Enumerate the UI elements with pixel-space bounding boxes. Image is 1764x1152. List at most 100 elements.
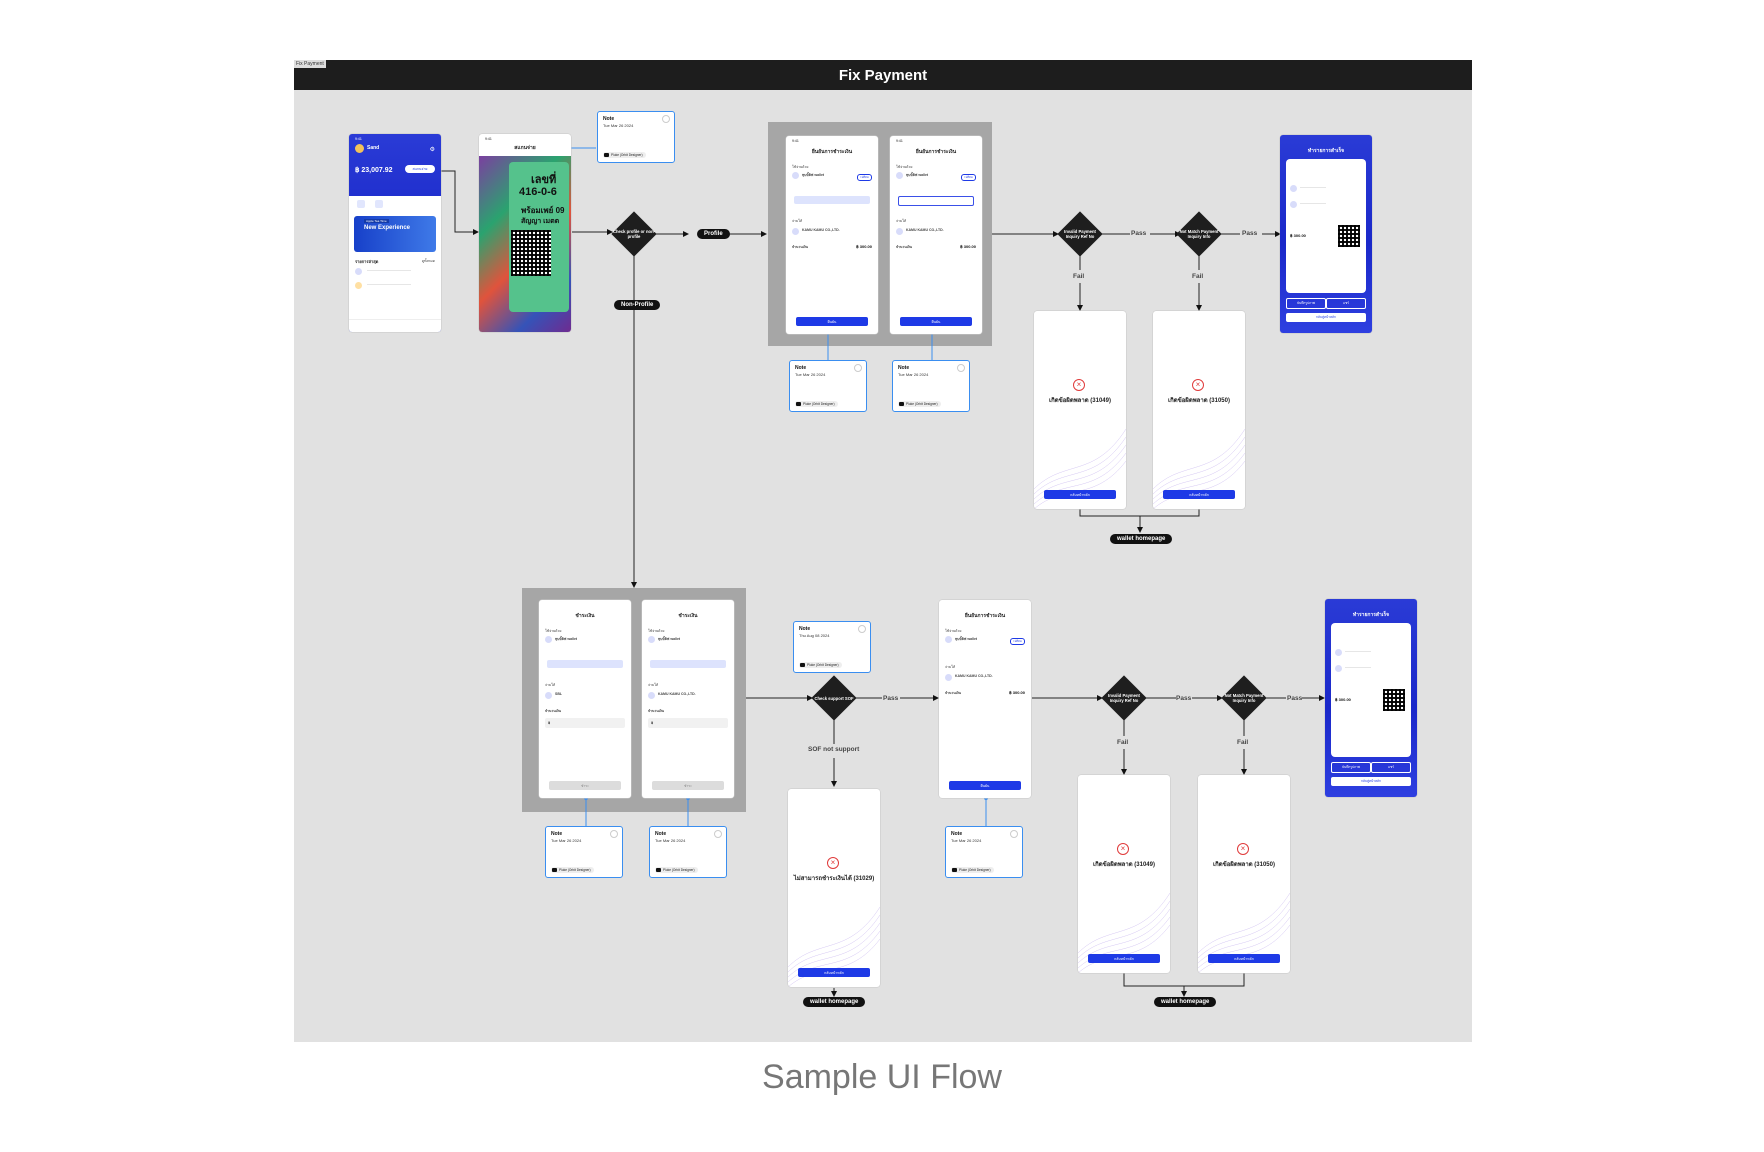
wallet-icon — [648, 636, 655, 643]
wallet-icon — [896, 172, 903, 179]
note-heading: Note — [603, 116, 615, 122]
promo-box[interactable] — [794, 196, 870, 204]
confirm-screen: ยืนยันการชำระเงิน ใช้จ่ายด้วย หุบบิ้ลิฟ … — [939, 600, 1031, 798]
confirm-title: ยืนยันการชำระเงิน — [964, 613, 1006, 619]
back-home-button[interactable]: กลับหน้าหลัก — [798, 968, 870, 977]
label-fail: Fail — [1117, 739, 1129, 746]
home-button[interactable]: กลับสู่หน้าหลัก — [1286, 313, 1366, 322]
change-button[interactable]: เปลี่ยน — [857, 174, 872, 181]
confirm-screen: 9:41 ยืนยันการชำระเงิน ใช้จ่ายด้วย หุบบิ… — [890, 136, 982, 334]
change-button[interactable]: เปลี่ยน — [1010, 638, 1025, 645]
see-all-link[interactable]: ดูทั้งหมด — [421, 259, 435, 263]
bottom-nav[interactable] — [349, 319, 441, 332]
pay-screen: ชำระเงิน ใช้จ่ายด้วย หุบบิ้ลิฟ wallet จ่… — [642, 600, 734, 798]
pay-button[interactable]: ชำระ — [652, 781, 724, 790]
error-screen: × ไม่สามารถชำระเงินได้ (31029) กลับหน้าห… — [788, 789, 880, 987]
qr-code — [1383, 689, 1405, 711]
wallet-homepage-terminal: wallet homepage — [1110, 534, 1173, 544]
quick-icon[interactable] — [357, 200, 365, 208]
error-screen: × เกิดข้อผิดพลาด (31049) กลับหน้าหลัก — [1034, 311, 1126, 509]
amount-input[interactable]: ฿ — [545, 718, 625, 728]
share-button[interactable]: แชร์ — [1371, 762, 1411, 773]
note-card[interactable]: Note Thu Aug 08 2024 Pluke (Orbit Design… — [793, 621, 871, 673]
label-sof-not-support: SOF not support — [808, 746, 860, 753]
user-name: Sand — [367, 145, 380, 151]
save-image-button[interactable]: บันทึกรูปภาพ — [1331, 762, 1371, 773]
merchant-icon — [545, 692, 552, 699]
note-card[interactable]: Note Tue Mar 26 2024 Pluke (Orbit Design… — [892, 360, 970, 412]
banner-title: New Experience — [364, 225, 411, 231]
note-author: Pluke (Orbit Designer) — [603, 152, 646, 158]
error-screen: × เกิดข้อผิดพลาด (31050) กลับหน้าหลัก — [1198, 775, 1290, 973]
label-fail: Fail — [1073, 273, 1085, 280]
merchant-icon — [648, 692, 655, 699]
save-image-button[interactable]: บันทึกรูปภาพ — [1286, 298, 1326, 309]
qr-code — [511, 230, 551, 276]
label-fail: Fail — [1237, 739, 1249, 746]
label-pass: Pass — [1131, 230, 1147, 237]
scan-title: สแกนจ่าย — [514, 145, 536, 151]
error-icon: × — [1237, 843, 1249, 855]
error-screen: × เกิดข้อผิดพลาด (31049) กลับหน้าหลัก — [1078, 775, 1170, 973]
banner-tag: Apple Tea Time — [364, 219, 389, 223]
promo-banner[interactable]: Apple Tea Time New Experience — [354, 216, 436, 252]
label-non-profile: Non-Profile — [614, 300, 661, 310]
label-pass: Pass — [1242, 230, 1258, 237]
wallet-icon — [792, 172, 799, 179]
note-card[interactable]: Note Tue Mar 26 2024 Pluke (Orbit Design… — [789, 360, 867, 412]
confirm-button[interactable]: ยืนยัน — [900, 317, 972, 326]
confirm-button[interactable]: ยืนยัน — [949, 781, 1021, 790]
success-screen: ทำรายการสำเร็จ ฿ 300.00 บันทึกรูปภาพ แชร… — [1280, 135, 1372, 333]
promo-box[interactable] — [547, 660, 623, 668]
error-icon: × — [1073, 379, 1085, 391]
note-card[interactable]: Note Tue Mar 26 2024 Pluke (Orbit Design… — [649, 826, 727, 878]
wallet-icon — [545, 636, 552, 643]
error-icon: × — [1192, 379, 1204, 391]
merchant-icon — [896, 228, 903, 235]
back-home-button[interactable]: กลับหน้าหลัก — [1208, 954, 1280, 963]
confirm-screen: 9:41 ยืนยันการชำระเงิน ใช้จ่ายด้วย หุบบิ… — [786, 136, 878, 334]
quick-icon[interactable] — [375, 200, 383, 208]
back-home-button[interactable]: กลับหน้าหลัก — [1088, 954, 1160, 963]
poster-text: เลขที่ — [531, 174, 557, 186]
home-screen: 9:41 Sand ⚙ ฿ 23,007.92 สแกนจ่าย Apple T… — [349, 134, 441, 332]
poster-text: 416-0-6 — [519, 186, 557, 198]
success-screen: ทำรายการสำเร็จ ฿ 300.00 บันทึกรูปภาพ แชร… — [1325, 599, 1417, 797]
pay-title: ชำระเงิน — [678, 613, 698, 619]
amount-input[interactable]: ฿ — [648, 718, 728, 728]
scan-button[interactable]: สแกนจ่าย — [405, 165, 435, 173]
receipt-card: ฿ 300.00 — [1331, 623, 1411, 757]
share-button[interactable]: แชร์ — [1326, 298, 1366, 309]
label-fail: Fail — [1192, 273, 1204, 280]
decision-check-sof: Check support SOF — [811, 675, 857, 721]
home-body: Apple Tea Time New Experience รายการล่าส… — [349, 196, 441, 332]
back-home-button[interactable]: กลับหน้าหลัก — [1163, 490, 1235, 499]
change-button[interactable]: เปลี่ยน — [961, 174, 976, 181]
poster-text: พร้อมเพย์ 09 — [521, 206, 565, 215]
pay-button[interactable]: ชำระ — [549, 781, 621, 790]
status-time: 9:41 — [485, 137, 492, 141]
label-pass: Pass — [883, 695, 899, 702]
receipt-card: ฿ 300.00 — [1286, 159, 1366, 293]
success-title: ทำรายการสำเร็จ — [1307, 148, 1345, 154]
gear-icon[interactable]: ⚙ — [429, 147, 435, 153]
error-icon: × — [1117, 843, 1129, 855]
note-card[interactable]: Note Tue Mar 26 2024 Pluke (Orbit Design… — [945, 826, 1023, 878]
decision-check-profile: Check profile or non-profile — [611, 211, 657, 257]
confirm-button[interactable]: ยืนยัน — [796, 317, 868, 326]
label-profile: Profile — [697, 229, 730, 239]
frame-title: Fix Payment — [294, 60, 1472, 90]
promo-box[interactable] — [650, 660, 726, 668]
home-button[interactable]: กลับสู่หน้าหลัก — [1331, 777, 1411, 786]
pay-screen: ชำระเงิน ใช้จ่ายด้วย หุบบิ้ลิฟ wallet จ่… — [539, 600, 631, 798]
label-pass: Pass — [1287, 695, 1303, 702]
note-card[interactable]: Note Tue Mar 26 2024 Pluke (Orbit Design… — [545, 826, 623, 878]
merchant-icon — [945, 674, 952, 681]
back-home-button[interactable]: กลับหน้าหลัก — [1044, 490, 1116, 499]
confirm-title: ยืนยันการชำระเงิน — [915, 149, 957, 155]
qr-code — [1338, 225, 1360, 247]
promptpay-poster: เลขที่ 416-0-6 พร้อมเพย์ 09 สัญญา เมตต — [509, 162, 569, 312]
decision-not-match: Not Match Payment Inquiry Info — [1176, 211, 1222, 257]
promo-box[interactable] — [898, 196, 974, 206]
note-card[interactable]: Note Tue Mar 26 2024 Pluke (Orbit Design… — [597, 111, 675, 163]
